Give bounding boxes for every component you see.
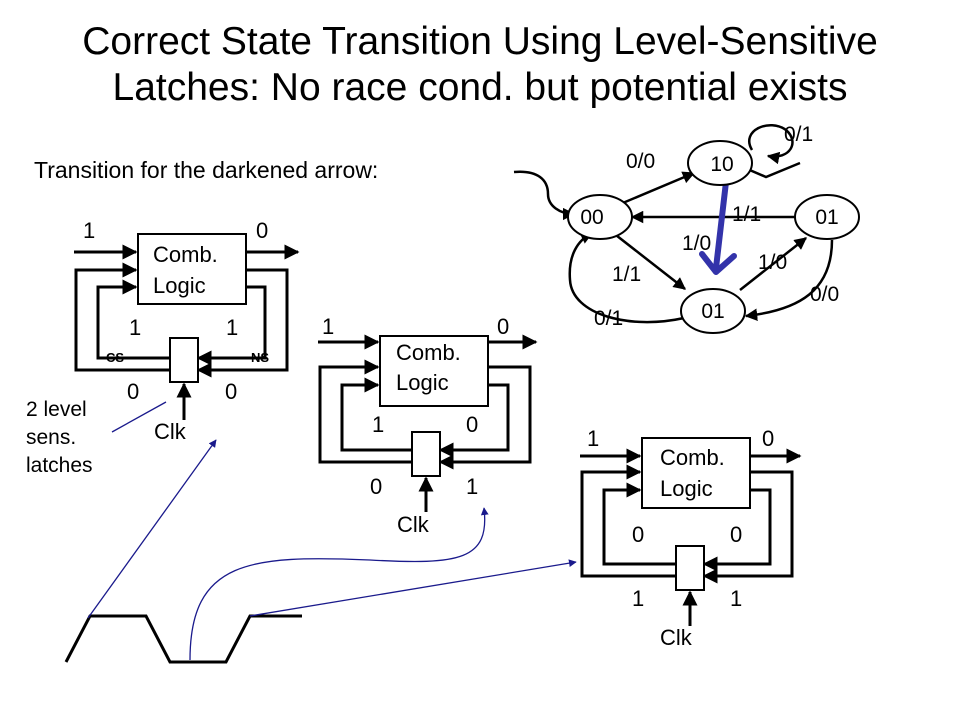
cs-bottom-value: 0 [127,379,139,404]
comb-logic-box [137,233,247,305]
cs-wire-inner [340,377,412,452]
latch-box [411,431,441,477]
cs-wire-outer [580,464,676,578]
cs-bottom-value: 0 [370,474,382,499]
edge-label: 0/0 [810,283,839,306]
ns-bottom-value: 0 [225,379,237,404]
clk-label: Clk [660,625,693,650]
state-00-label: 00 [580,206,603,229]
comb-logic-box [641,437,751,509]
circuit-1: Comb. Logic 1 0 1 1 0 0 CS NS Clk [74,218,300,444]
ns-top-value: 1 [226,315,238,340]
state-01-label: 01 [815,206,838,229]
output-value: 0 [762,426,774,451]
cs-wire-inner [96,279,170,360]
subtitle: Transition for the darkened arrow: [34,157,378,183]
clock-pointer-1 [87,439,217,619]
ns-wire-inner [438,383,510,458]
state-10 [687,140,753,186]
comb-logic-label-line2: Logic [153,273,206,298]
clock-waveform [64,614,302,664]
comb-logic-label-line2: Logic [396,370,449,395]
edge-00-01b [611,231,686,290]
edge-label: 1/0 [682,232,711,255]
cs-label: CS [106,350,124,365]
note-line3: latches [26,454,93,477]
slide-title-line2: Latches: No race cond. but potential exi… [113,66,848,109]
input-value: 1 [587,426,599,451]
darkened-arrow-head [699,251,737,275]
input-value: 1 [83,218,95,243]
clock-pointer-3 [249,559,577,617]
cs-top-value: 0 [632,522,644,547]
cs-wire-outer [74,262,170,372]
note-pointer [111,401,167,433]
ns-wire-outer [438,365,532,470]
ns-bottom-value: 1 [730,586,742,611]
edge-label: 1/1 [612,263,641,286]
circuit-3: Comb. Logic 1 0 0 0 1 1 Clk [580,426,802,650]
note-line2: sens. [26,426,76,449]
ns-label: NS [251,350,269,365]
cs-top-value: 1 [372,412,384,437]
edge-label: 1/1 [732,203,761,226]
edge-label: 0/0 [626,150,655,173]
comb-logic-label-line2: Logic [660,476,713,501]
edge-01b-01 [739,237,807,291]
ns-wire-outer [702,470,794,584]
ns-wire-inner [702,488,772,572]
state-00 [567,194,633,240]
comb-logic-label-line1: Comb. [153,242,218,267]
latch-box [169,337,199,383]
ns-top-value: 0 [730,522,742,547]
edge-00-10 [617,171,696,207]
state-01 [794,194,860,240]
state-01b-label: 01 [701,300,724,323]
circuit-2: Comb. Logic 1 0 1 0 0 1 Clk [318,314,538,537]
output-value: 0 [256,218,268,243]
cs-wire-outer [318,359,412,464]
ns-wire-outer [196,268,289,378]
clk-label: Clk [397,512,430,537]
latch-box [675,545,705,591]
edge-label: 0/1 [594,307,623,330]
darkened-arrow-shaft [713,179,729,271]
comb-logic-label-line1: Comb. [396,340,461,365]
edge-01b-00 [568,231,685,324]
edge-01-01b [744,239,834,321]
slide-title-line1: Correct State Transition Using Level-Sen… [82,20,878,63]
edge-label: 1/0 [758,251,787,274]
clk-label: Clk [154,419,187,444]
state-diagram: 00 10 01 01 0/1 0/0 1/1 1/0 1/0 1/1 0/0 … [513,123,860,334]
output-value: 0 [497,314,509,339]
comb-logic-box [379,335,489,407]
entry-arrow [513,170,576,221]
state-10-label: 10 [710,153,733,176]
note-line1: 2 level [26,398,87,421]
input-value: 1 [322,314,334,339]
ns-bottom-value: 1 [466,474,478,499]
clock-pointer-2 [189,507,489,661]
cs-top-value: 1 [129,315,141,340]
self-loop-10 [748,124,794,165]
cs-wire-inner [602,482,676,566]
ns-wire-inner [196,285,267,366]
state-01b [680,288,746,334]
cs-bottom-value: 1 [632,586,644,611]
comb-logic-label-line1: Comb. [660,445,725,470]
ns-top-value: 0 [466,412,478,437]
edge-label: 0/1 [784,123,813,146]
